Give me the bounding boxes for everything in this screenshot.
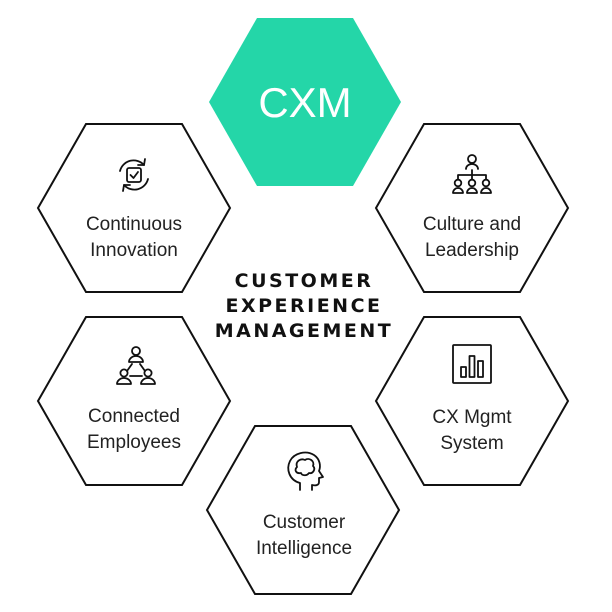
hex-continuous-innovation-shape: [36, 123, 232, 293]
hex-cxm: CXM: [209, 18, 401, 186]
bar-chart-icon: [452, 344, 492, 384]
hex-connected-employees-line1: Connected: [88, 406, 180, 427]
hex-customer-intelligence-shape: [205, 425, 401, 595]
cycle-check-icon: [119, 158, 149, 192]
hex-continuous-innovation-line2: Innovation: [90, 240, 178, 261]
center-title-line2: EXPERIENCE: [225, 295, 382, 317]
hex-cxm-label: CXM: [258, 79, 351, 126]
hex-connected-employees-line2: Employees: [87, 432, 181, 453]
org-chart-icon: [452, 154, 492, 194]
hex-culture-leadership-line2: Leadership: [425, 240, 519, 261]
hex-customer-intelligence-line2: Intelligence: [256, 538, 352, 559]
hex-culture-leadership: Culture and Leadership: [374, 123, 570, 293]
hex-cx-mgmt-system-line2: System: [440, 433, 503, 454]
hex-connected-employees-shape: [36, 316, 232, 486]
hex-cx-mgmt-system-line1: CX Mgmt: [432, 407, 512, 428]
center-title: CUSTOMER EXPERIENCE MANAGEMENT: [215, 270, 394, 342]
people-network-icon: [116, 346, 156, 385]
hex-cxm-shape: [209, 18, 401, 186]
hex-continuous-innovation: Continuous Innovation: [36, 123, 232, 293]
center-title-line3: MANAGEMENT: [215, 320, 394, 342]
hex-cx-mgmt-system-shape: [374, 316, 570, 486]
head-brain-icon: [287, 451, 324, 491]
hex-customer-intelligence-line1: Customer: [263, 512, 346, 533]
hex-connected-employees: Connected Employees: [36, 316, 232, 486]
hex-continuous-innovation-line1: Continuous: [86, 214, 182, 235]
hex-cx-mgmt-system: CX Mgmt System: [374, 316, 570, 486]
hex-culture-leadership-line1: Culture and: [423, 214, 521, 235]
center-title-line1: CUSTOMER: [235, 270, 374, 292]
hex-customer-intelligence: Customer Intelligence: [205, 425, 401, 595]
hex-culture-leadership-shape: [374, 123, 570, 293]
